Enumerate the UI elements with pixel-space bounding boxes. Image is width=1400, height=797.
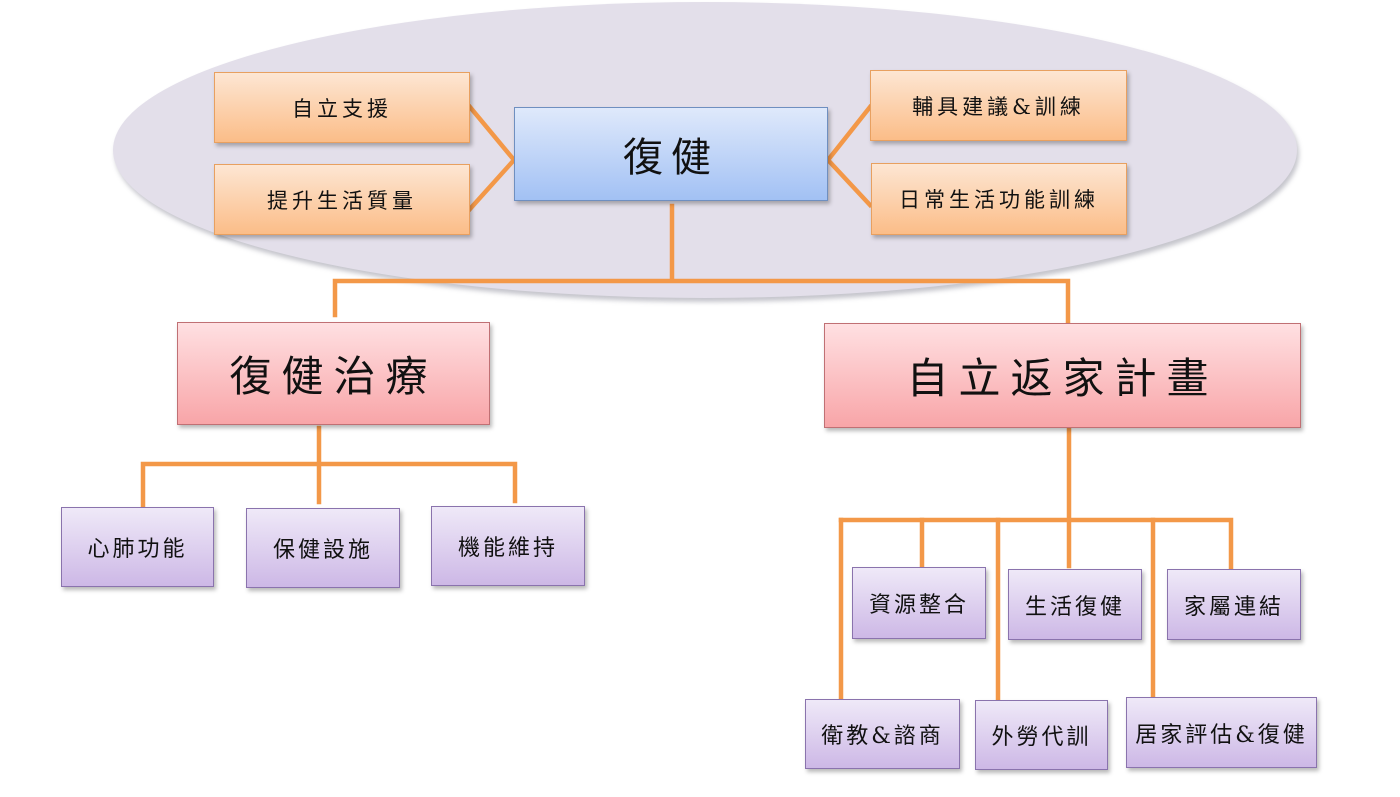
leaf-label: 生活復健: [1024, 594, 1125, 620]
branch-node-rehab-treatment[interactable]: 復健治療: [177, 322, 490, 425]
leaf-node[interactable]: 家屬連結: [1167, 569, 1301, 640]
connector-left-children: [140, 461, 518, 508]
connector-right-bar: [838, 517, 1234, 571]
attribute-label: 提升生活質量: [267, 188, 417, 213]
connector-attr-right: [825, 103, 874, 209]
root-label: 復健: [623, 135, 719, 181]
leaf-label: 居家評估&復健: [1135, 722, 1308, 748]
leaf-label: 心肺功能: [87, 537, 188, 562]
leaf-node[interactable]: 外勞代訓: [975, 700, 1108, 770]
attribute-label: 輔具建議&訓練: [912, 94, 1085, 119]
leaf-node[interactable]: 保健設施: [246, 508, 400, 588]
leaf-node[interactable]: 心肺功能: [61, 507, 214, 587]
leaf-label: 保健設施: [272, 538, 373, 563]
branch-node-return-home-plan[interactable]: 自立返家計畫: [824, 323, 1301, 428]
leaf-label: 機能維持: [457, 536, 558, 561]
attribute-box-fuju-jianyi[interactable]: 輔具建議&訓練: [870, 70, 1127, 141]
attribute-box-tisheng-shenghuo[interactable]: 提升生活質量: [214, 164, 470, 235]
leaf-node[interactable]: 機能維持: [431, 506, 585, 586]
attribute-box-richang-shenghuo[interactable]: 日常生活功能訓練: [871, 163, 1127, 235]
leaf-label: 家屬連結: [1183, 594, 1284, 620]
root-node[interactable]: 復健: [514, 107, 828, 201]
leaf-node[interactable]: 生活復健: [1008, 569, 1142, 640]
attribute-box-zili-zhiyuan[interactable]: 自立支援: [214, 72, 470, 143]
leaf-label: 資源整合: [868, 593, 969, 618]
branch-label: 自立返家計畫: [906, 354, 1219, 403]
leaf-node[interactable]: 資源整合: [852, 567, 986, 639]
attribute-label: 日常生活功能訓練: [899, 188, 1099, 212]
connector-branch-bar: [332, 278, 1071, 325]
attribute-label: 自立支援: [292, 96, 392, 121]
connector-attr-left: [466, 103, 517, 213]
leaf-node[interactable]: 居家評估&復健: [1126, 697, 1317, 768]
branch-label: 復健治療: [229, 352, 438, 401]
leaf-label: 外勞代訓: [991, 725, 1092, 750]
leaf-label: 衛教&諮商: [821, 724, 944, 749]
leaf-node[interactable]: 衛教&諮商: [805, 699, 960, 769]
